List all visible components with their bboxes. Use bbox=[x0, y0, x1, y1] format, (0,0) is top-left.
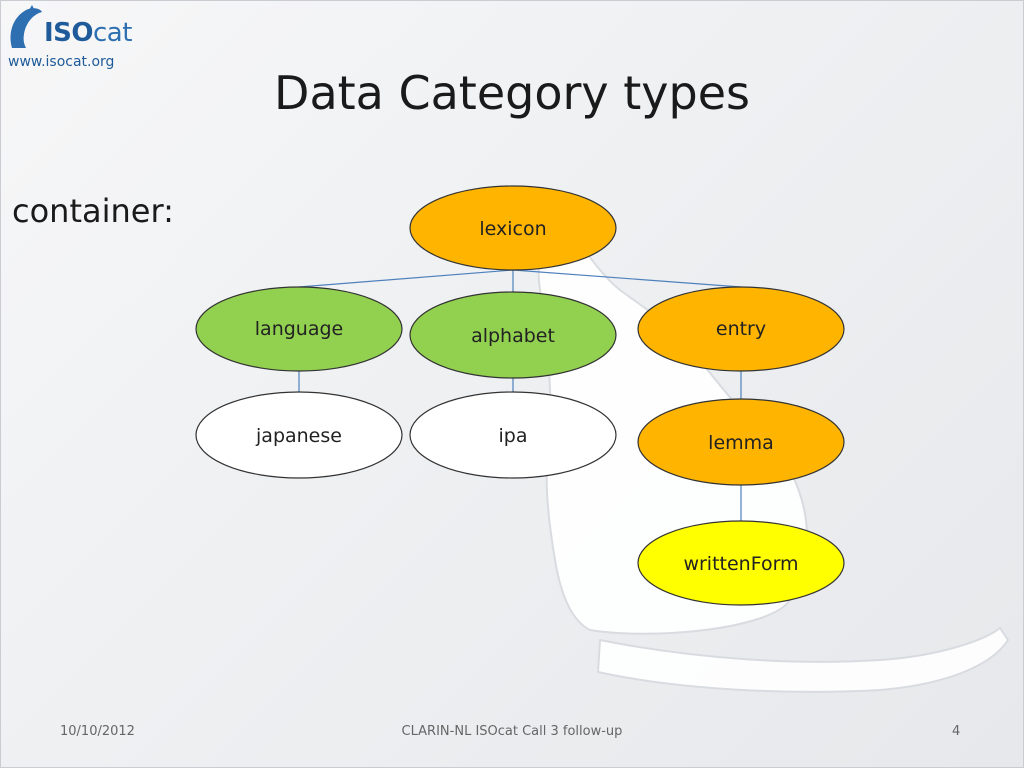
node-writtenform-label: writtenForm bbox=[683, 553, 798, 575]
node-lexicon[interactable] bbox=[409, 185, 617, 271]
node-language-label: language bbox=[255, 318, 343, 340]
footer-page-number: 4 bbox=[952, 724, 961, 739]
node-entry-label: entry bbox=[716, 318, 766, 340]
node-lexicon-label: lexicon bbox=[479, 218, 546, 240]
footer-date: 10/10/2012 bbox=[60, 724, 135, 739]
footer-presentation-title: CLARIN-NL ISOcat Call 3 follow-up bbox=[401, 724, 623, 739]
node-ipa[interactable] bbox=[409, 391, 617, 479]
connector-lexicon-language bbox=[298, 269, 514, 288]
cat-logo-icon bbox=[10, 5, 42, 48]
node-lemma-label: lemma bbox=[708, 432, 774, 454]
slide-title: Data Category types bbox=[274, 66, 750, 120]
node-writtenform[interactable] bbox=[637, 520, 845, 606]
isocat-logo[interactable]: ISOcat www.isocat.org bbox=[4, 2, 134, 74]
node-alphabet[interactable] bbox=[409, 291, 617, 379]
node-entry[interactable] bbox=[637, 286, 845, 372]
node-japanese-label: japanese bbox=[255, 425, 342, 447]
node-lemma[interactable] bbox=[637, 398, 845, 486]
logo-url-link[interactable]: www.isocat.org bbox=[8, 54, 115, 70]
node-japanese[interactable] bbox=[195, 391, 403, 479]
node-ipa-label: ipa bbox=[499, 425, 528, 447]
connector-lines bbox=[298, 269, 742, 521]
node-alphabet-label: alphabet bbox=[471, 325, 555, 347]
logo-wordmark: ISOcat bbox=[44, 18, 132, 48]
connector-lexicon-entry bbox=[512, 269, 742, 288]
node-language[interactable] bbox=[195, 286, 403, 372]
container-label: container: bbox=[12, 192, 174, 230]
